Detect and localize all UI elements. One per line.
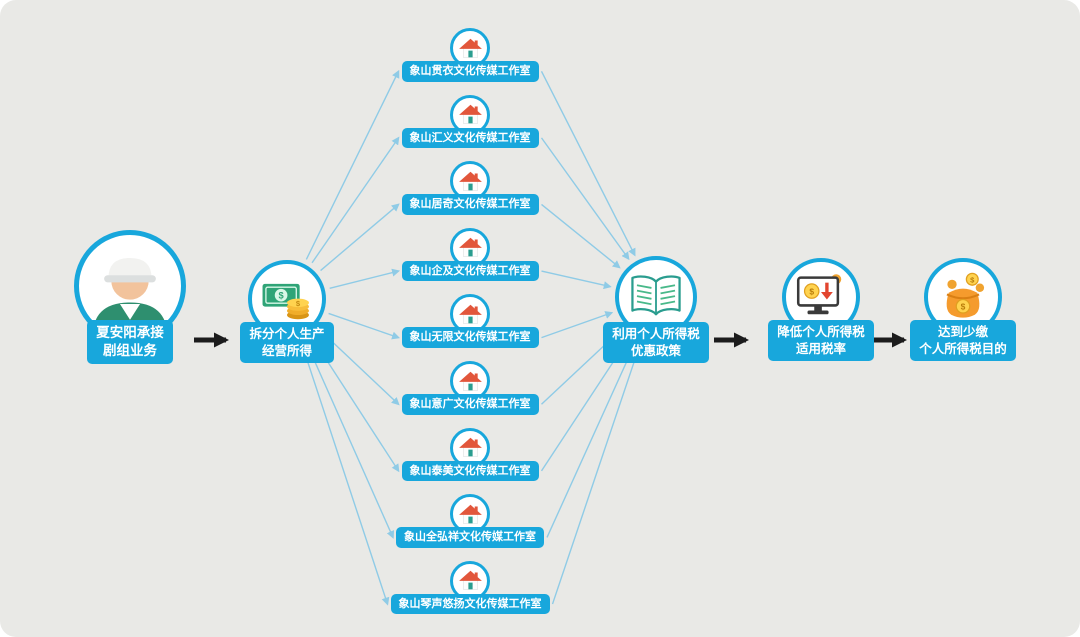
goal-label: 达到少缴 个人所得税目的: [910, 320, 1016, 361]
person-label-line2: 剧组业务: [103, 342, 157, 358]
node-studio: 象山无限文化传媒工作室: [360, 294, 580, 348]
rate-label-line1: 降低个人所得税: [777, 325, 865, 339]
node-person: 夏安阳承接 剧组业务: [55, 230, 205, 364]
svg-text:$: $: [296, 299, 301, 308]
house-icon: [458, 171, 482, 191]
node-studio: 象山企及文化传媒工作室: [360, 227, 580, 282]
open-book-icon: [631, 275, 681, 316]
node-studio: 象山贯衣文化传媒工作室: [360, 28, 580, 82]
rate-label: 降低个人所得税 适用税率: [768, 320, 874, 361]
split-label: 拆分个人生产 经营所得: [240, 322, 334, 363]
house-icon: [458, 104, 482, 124]
studio-label: 象山汇义文化传媒工作室: [401, 127, 539, 149]
policy-label-line2: 优惠政策: [630, 343, 681, 358]
monitor-coin-arrow-icon: $: [796, 274, 842, 315]
node-rate: $ 降低个人所得税 适用税率: [746, 258, 896, 361]
node-studio: 象山琴声悠扬文化传媒工作室: [360, 560, 580, 615]
house-icon: [458, 304, 482, 324]
banknote-coins-icon: $ $: [262, 283, 309, 320]
house-icon: [458, 38, 482, 58]
rate-label-line2: 适用税率: [795, 341, 846, 356]
house-icon: [458, 371, 482, 391]
node-studio: 象山意广文化传媒工作室: [360, 361, 580, 415]
node-studio: 象山汇义文化传媒工作室: [360, 94, 580, 149]
policy-label-line1: 利用个人所得税: [612, 327, 700, 341]
node-studio: 象山泰美文化传媒工作室: [360, 427, 580, 482]
studio-label: 象山全弘祥文化传媒工作室: [396, 527, 544, 548]
svg-text:$: $: [279, 291, 285, 301]
split-label-line2: 经营所得: [261, 343, 312, 358]
node-policy: 利用个人所得税 优惠政策: [581, 256, 731, 363]
studio-label: 象山居奇文化传媒工作室: [401, 194, 539, 215]
studio-label: 象山企及文化传媒工作室: [401, 260, 539, 282]
person-label: 夏安阳承接 剧组业务: [87, 320, 173, 364]
house-icon: [458, 437, 482, 457]
studio-label: 象山无限文化传媒工作室: [401, 327, 539, 348]
node-studio: 象山全弘祥文化传媒工作室: [360, 494, 580, 548]
house-icon: [458, 238, 482, 257]
studio-label: 象山泰美文化传媒工作室: [401, 460, 539, 482]
goal-label-line2: 个人所得税目的: [919, 341, 1007, 356]
split-label-line1: 拆分个人生产: [249, 327, 325, 341]
house-icon: [458, 504, 482, 524]
studio-label: 象山贯衣文化传媒工作室: [401, 61, 539, 82]
studio-label: 象山琴声悠扬文化传媒工作室: [390, 593, 550, 615]
node-goal: $ $ 达到少缴 个人所得税目的: [888, 258, 1038, 361]
policy-label: 利用个人所得税 优惠政策: [603, 322, 709, 363]
svg-text:$: $: [970, 276, 975, 285]
studio-label: 象山意广文化传媒工作室: [401, 394, 539, 415]
house-icon: [458, 571, 482, 590]
goal-label-line1: 达到少缴: [937, 325, 988, 339]
node-split: $ $ 拆分个人生产 经营所得: [212, 260, 362, 363]
person-label-line1: 夏安阳承接: [96, 325, 164, 340]
node-studio: 象山居奇文化传媒工作室: [360, 161, 580, 215]
svg-text:$: $: [809, 286, 814, 296]
svg-text:$: $: [961, 302, 966, 312]
money-pouch-coins-icon: $ $: [946, 272, 985, 318]
